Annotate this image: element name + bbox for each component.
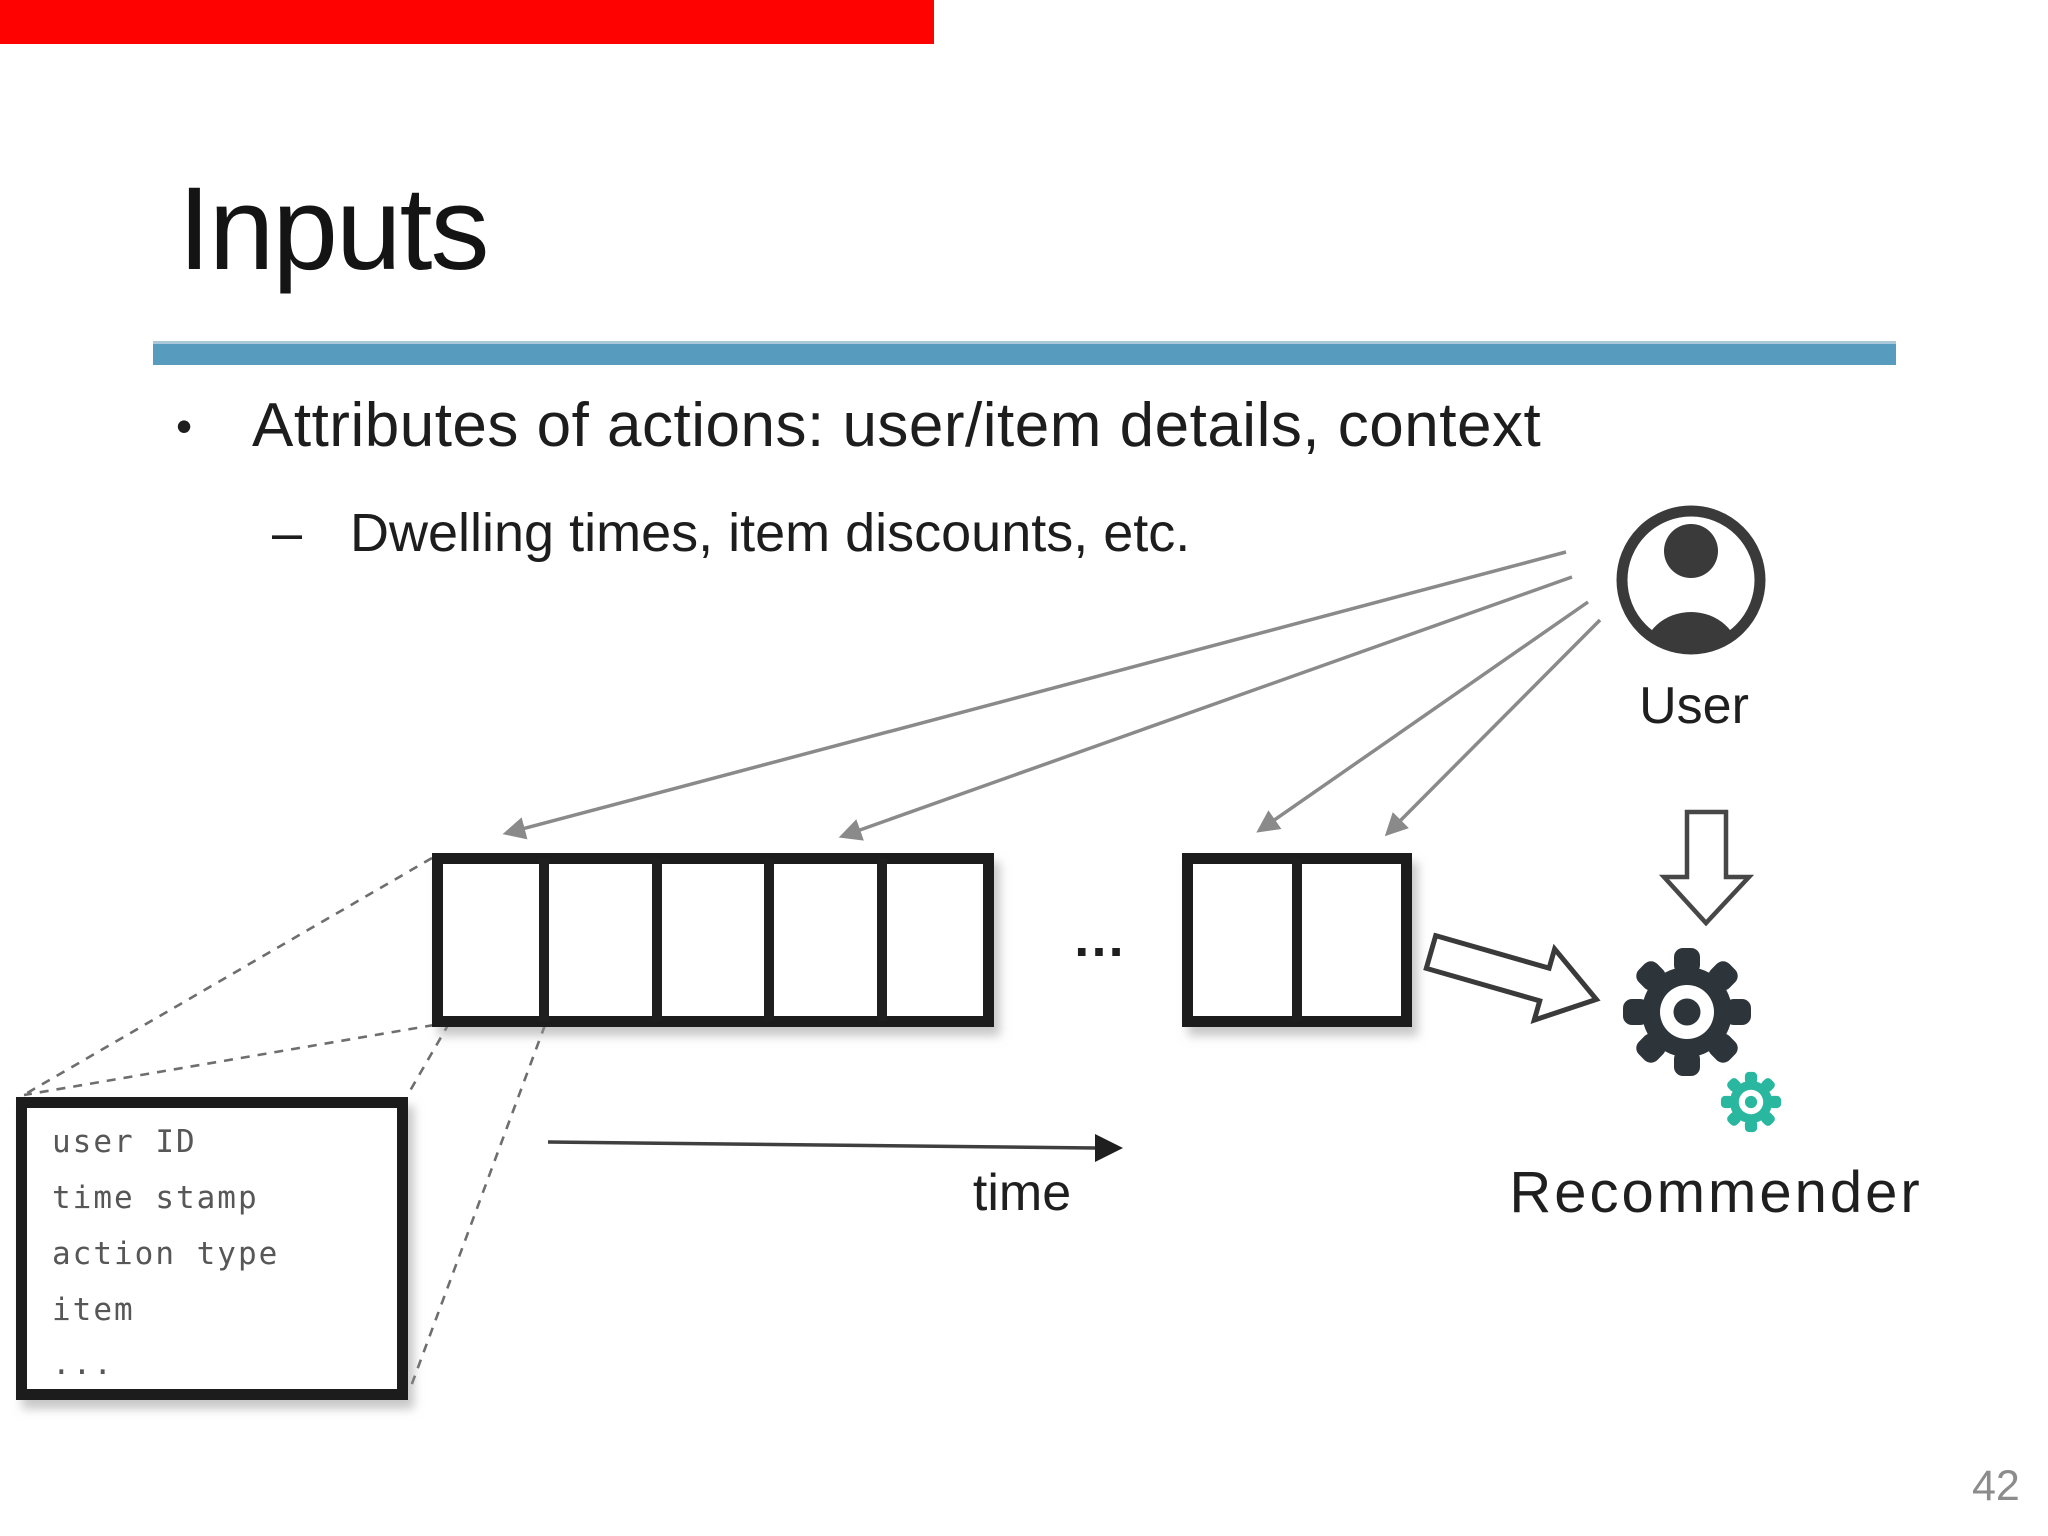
slide-title: Inputs [178, 163, 489, 295]
recommender-label: Recommender [1509, 1160, 1922, 1225]
record-field-line: user ID [52, 1124, 197, 1160]
recommender-gear-small-icon [1720, 1071, 1782, 1133]
bullet-main-text: Attributes of actions: user/item details… [252, 391, 1542, 460]
callout-line-3 [408, 1024, 547, 1390]
record-field-line: action type [52, 1236, 279, 1272]
page-number: 42 [1972, 1462, 2020, 1510]
event-box-row-right [1182, 853, 1412, 1027]
time-label: time [973, 1164, 1071, 1222]
down-block-arrow [1658, 809, 1755, 927]
callout-line-1 [21, 856, 433, 1098]
time-arrowhead [1095, 1134, 1123, 1162]
dash-marker: – [272, 503, 303, 563]
user-arrow-2 [838, 575, 1573, 841]
callout-line-4 [23, 1023, 435, 1097]
user-arrow-3 [1256, 600, 1589, 833]
event-box-row-left [432, 853, 994, 1027]
callout-line-2 [405, 860, 545, 1097]
user-action-arrows [502, 550, 1602, 841]
time-axis-arrow [547, 1140, 1096, 1150]
user-arrow-4 [1384, 618, 1602, 837]
time-axis: time [547, 1134, 1123, 1222]
right-block-arrow [1423, 932, 1601, 1024]
user-icon [1616, 505, 1766, 655]
user-label: User [1639, 677, 1749, 735]
record-field-line: item [52, 1292, 135, 1328]
callout-lines [21, 856, 547, 1390]
bullet-sub: – Dwelling times, item discounts, etc. [272, 502, 1190, 564]
bullet-main: • Attributes of actions: user/item detai… [176, 390, 1541, 461]
record-field-line: ... [52, 1346, 114, 1382]
bullet-marker: • [176, 400, 193, 452]
title-divider-rule [153, 341, 1896, 365]
record-field-line: time stamp [52, 1180, 259, 1216]
recommender-gear-icon [1623, 948, 1751, 1076]
bullet-sub-text: Dwelling times, item discounts, etc. [350, 503, 1191, 563]
user-arrow-1 [502, 550, 1567, 840]
ellipsis-dots: … [1072, 908, 1128, 968]
top-red-bar [0, 0, 934, 44]
record-detail-box: user ID time stamp action type item ... [16, 1097, 408, 1400]
